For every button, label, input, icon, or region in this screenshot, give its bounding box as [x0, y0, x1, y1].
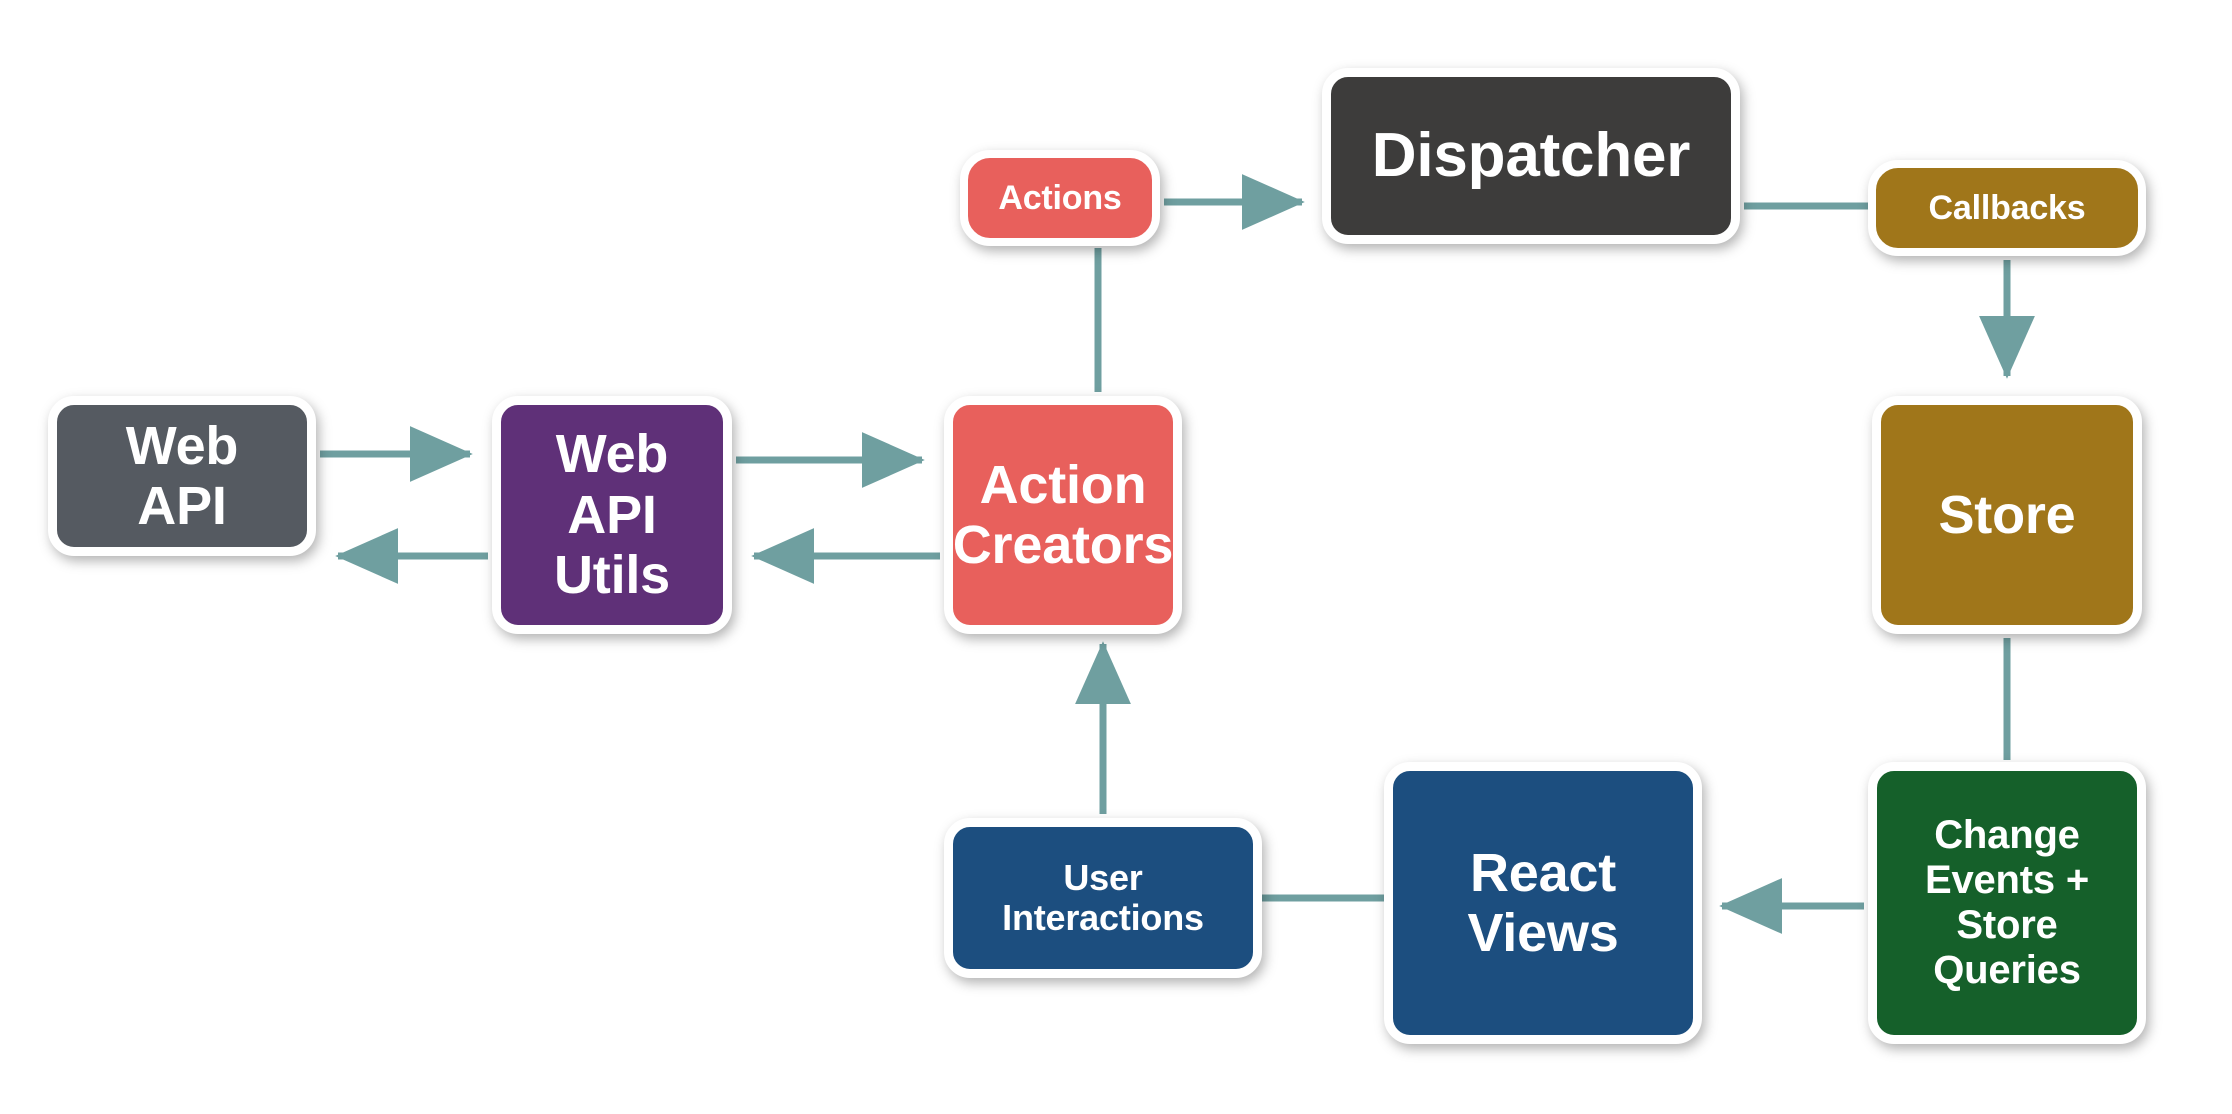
node-change-events-label: Change Events + Store Queries — [1924, 813, 2090, 992]
node-store[interactable]: Store — [1872, 396, 2142, 634]
node-callbacks[interactable]: Callbacks — [1868, 160, 2146, 256]
node-action-creators[interactable]: Action Creators — [944, 396, 1182, 634]
node-actions[interactable]: Actions — [960, 150, 1160, 246]
node-react-views-label: React Views — [1467, 842, 1619, 963]
node-web-api-utils-label: Web API Utils — [553, 424, 671, 606]
node-user-interactions-label: User Interactions — [1002, 856, 1204, 938]
node-actions-label: Actions — [998, 178, 1122, 217]
node-dispatcher[interactable]: Dispatcher — [1322, 68, 1740, 244]
node-callbacks-label: Callbacks — [1928, 188, 2086, 227]
node-web-api-label: Web API — [125, 415, 239, 536]
node-action-creators-label: Action Creators — [952, 454, 1174, 575]
node-user-interactions[interactable]: User Interactions — [944, 818, 1262, 978]
node-web-api[interactable]: Web API — [48, 396, 316, 556]
node-change-events[interactable]: Change Events + Store Queries — [1868, 762, 2146, 1044]
node-dispatcher-label: Dispatcher — [1371, 121, 1691, 191]
node-react-views[interactable]: React Views — [1384, 762, 1702, 1044]
node-store-label: Store — [1938, 484, 2076, 545]
node-web-api-utils[interactable]: Web API Utils — [492, 396, 732, 634]
